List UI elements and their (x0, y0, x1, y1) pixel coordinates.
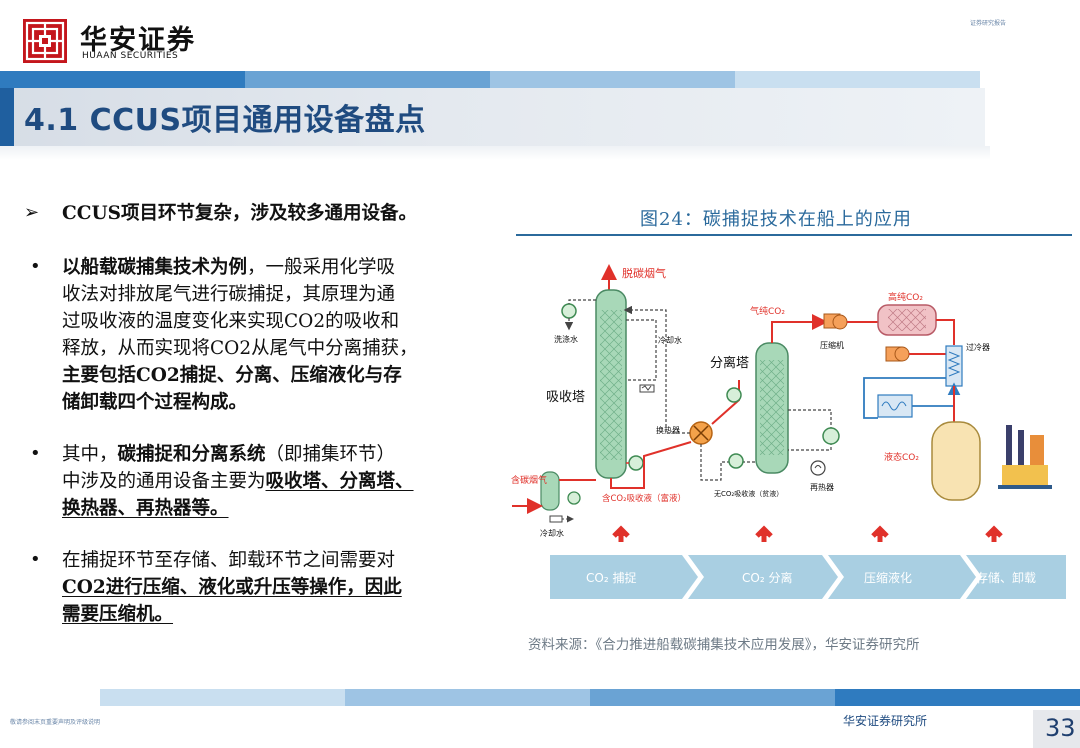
label-absorber: 吸收塔 (546, 390, 585, 405)
bullet-2-line-6: 储卸载四个过程构成。 (62, 392, 248, 413)
brand-name-cn: 华安证券 (80, 25, 196, 56)
stage-label: CO₂ 分离 (742, 570, 792, 585)
stage-up-arrow (871, 525, 889, 542)
label-lean-liquid: 无CO₂吸收液（贫液） (714, 489, 783, 498)
report-type-note: 证券研究报告 (970, 20, 1007, 27)
stage-compression (828, 555, 976, 599)
footer-company: 华安证券研究所 (843, 714, 928, 728)
stage-storage (966, 555, 1066, 599)
label-liquid-co2: 液态CO₂ (884, 451, 919, 463)
bullet-3-line-2: 中涉及的通用设备主要为吸收塔、分离塔、 (62, 471, 414, 492)
label-separator: 分离塔 (710, 355, 749, 371)
title-accent-bar (0, 88, 14, 146)
bullet-2-line-3: 过吸收液的温度变化来实现CO2的吸收和 (62, 311, 400, 332)
arrow-bullet-icon: ➢ (24, 202, 40, 223)
brand-name-en: HUAAN SECURITIES (82, 51, 179, 61)
company-logo (22, 18, 68, 64)
footer-stripe (100, 689, 345, 706)
stage-separation (688, 555, 838, 599)
stage-label: 存储、卸载 (976, 570, 1036, 585)
header-stripe (245, 71, 490, 88)
bullet-4-line-2: CO2进行压缩、液化或升压等操作，因此 (62, 577, 402, 598)
stage-label: 压缩液化 (864, 570, 912, 585)
pump-icon (628, 455, 644, 471)
figure-title-rule (516, 234, 1072, 236)
bullet-2-line-5: 主要包括CO2捕捉、分离、压缩液化与存 (62, 365, 402, 386)
footer-disclaimer: 敬请参阅末页重要声明及评级说明 (10, 719, 101, 726)
pump-icon (728, 453, 744, 469)
page-number: 33 (1045, 714, 1076, 742)
pump-icon (561, 303, 577, 319)
reboiler-icon (822, 427, 840, 445)
bullet-2-line-1: 以船载碳捕集技术为例，一般采用化学吸 (62, 257, 396, 278)
label-flue-gas-in: 含碳烟气 (511, 474, 547, 486)
label-exhaust-out: 脱碳烟气 (622, 266, 666, 280)
label-cooler: 过冷器 (966, 342, 990, 352)
page-title: 4.1 CCUS项目通用设备盘点 (24, 103, 426, 138)
header-stripe (735, 71, 980, 88)
absorber-tower (595, 289, 627, 479)
reboiler-heater-icon (810, 460, 826, 476)
label-cooling-water-top: 冷却水 (658, 335, 682, 345)
bullet-4-line-1: 在捕捉环节至存储、卸载环节之间需要对 (62, 550, 396, 571)
ccus-process-diagram: 脱碳烟气 吸收塔 洗涤水 冷却水 换热器 含CO₂吸收液（富液） 无CO₂吸收液… (511, 264, 1066, 599)
label-cooling-water-bottom: 冷却水 (540, 528, 564, 538)
label-high-purity: 高纯CO₂ (888, 291, 923, 303)
bullet-3-line-1: 其中，碳捕捉和分离系统（即捕集环节） (62, 444, 396, 465)
page-number-box (1033, 710, 1080, 748)
liquid-co2-tank (931, 421, 981, 501)
bullet-3-line-3: 换热器、再热器等。 (62, 498, 229, 519)
stage-up-arrow (755, 525, 773, 542)
heat-exchanger-small-icon (549, 515, 563, 523)
separator-tower (755, 342, 789, 474)
figure-title: 图24：碳捕捉技术在船上的应用 (640, 209, 912, 230)
figure-source: 资料来源：《合力推进船载碳捕集技术应用发展》，华安证券研究所 (528, 637, 920, 653)
footer-stripe (590, 689, 835, 706)
label-gas-co2: 气纯CO₂ (750, 305, 785, 317)
label-rich-liquid: 含CO₂吸收液（富液） (602, 493, 686, 504)
bullet-2-line-2: 收法对排放尾气进行碳捕捉，其原理为通 (62, 284, 396, 305)
footer-stripe (345, 689, 590, 706)
footer-stripe (835, 689, 1080, 706)
stage-up-arrow (985, 525, 1003, 542)
pump-icon (567, 491, 581, 505)
dot-bullet-icon: • (30, 549, 41, 570)
stage-up-arrow (612, 525, 630, 542)
dot-bullet-icon: • (30, 443, 41, 464)
dot-bullet-icon: • (30, 256, 41, 277)
bullet-1: CCUS项目环节复杂，涉及较多通用设备。 (62, 203, 417, 224)
stage-label: CO₂ 捕捉 (586, 570, 636, 585)
label-wash-water: 洗涤水 (554, 334, 578, 344)
header-stripe (490, 71, 735, 88)
bullet-2-line-4: 释放，从而实现将CO2从尾气中分离捕获， (62, 338, 418, 359)
label-compressor: 压缩机 (820, 340, 844, 350)
pump-icon (726, 387, 742, 403)
title-band (0, 88, 985, 146)
label-reboiler: 再热器 (810, 482, 834, 492)
title-shadow (0, 146, 990, 160)
pre-scrubber (540, 471, 560, 511)
bullet-4-line-3: 需要压缩机。 (62, 604, 174, 625)
stage-capture (550, 555, 698, 599)
label-heat-exchanger: 换热器 (656, 425, 680, 435)
factory-icon (998, 425, 1052, 489)
condenser-icon (877, 394, 913, 418)
header-stripe (0, 71, 245, 88)
